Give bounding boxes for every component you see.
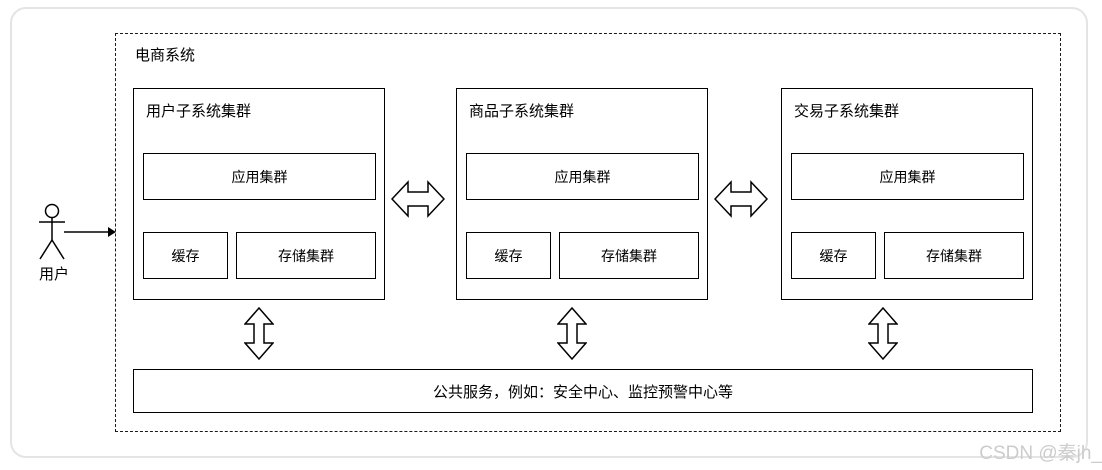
horizontal-double-arrow-icon xyxy=(391,180,445,218)
cluster-user-subsystem: 用户子系统集群 应用集群 缓存 存储集群 xyxy=(133,88,385,300)
app-cluster-box: 应用集群 xyxy=(143,153,376,200)
cache-box: 缓存 xyxy=(791,232,876,279)
app-cluster-box: 应用集群 xyxy=(466,153,699,200)
vertical-double-arrow-icon xyxy=(557,307,587,360)
cluster-title: 交易子系统集群 xyxy=(794,103,900,120)
horizontal-double-arrow-icon xyxy=(714,180,768,218)
system-label: 电商系统 xyxy=(135,47,196,64)
user-actor-icon xyxy=(39,203,65,260)
cluster-product-subsystem: 商品子系统集群 应用集群 缓存 存储集群 xyxy=(456,88,708,300)
shared-services-box: 公共服务，例如：安全中心、监控预警中心等 xyxy=(133,369,1033,413)
cluster-trade-subsystem: 交易子系统集群 应用集群 缓存 存储集群 xyxy=(781,88,1033,300)
system-boundary xyxy=(115,33,1061,432)
user-to-system-arrow-icon xyxy=(64,227,116,237)
vertical-double-arrow-icon xyxy=(868,307,898,360)
cache-box: 缓存 xyxy=(143,232,228,279)
app-cluster-box: 应用集群 xyxy=(791,153,1024,200)
cluster-title: 用户子系统集群 xyxy=(146,103,252,120)
vertical-double-arrow-icon xyxy=(244,307,274,360)
storage-cluster-box: 存储集群 xyxy=(559,232,699,279)
actor-label: 用户 xyxy=(38,266,69,283)
cache-box: 缓存 xyxy=(466,232,551,279)
storage-cluster-box: 存储集群 xyxy=(884,232,1024,279)
cluster-title: 商品子系统集群 xyxy=(469,103,575,120)
storage-cluster-box: 存储集群 xyxy=(236,232,376,279)
watermark: CSDN @秦jh_ xyxy=(979,443,1102,464)
